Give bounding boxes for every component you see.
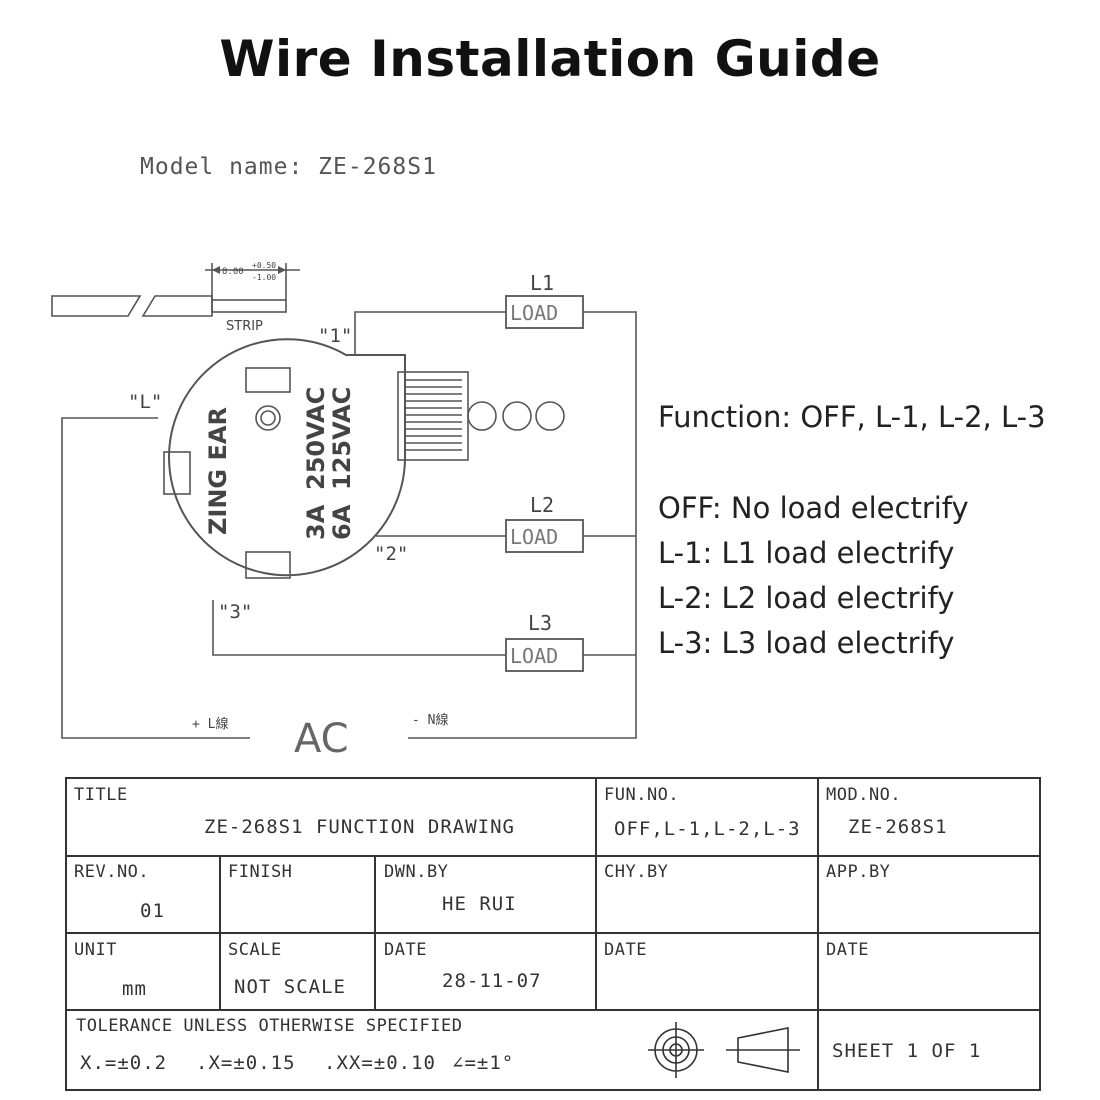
tb-sheet: SHEET 1 OF 1 [832, 1040, 982, 1062]
tb-tol-angle: ∠=±1° [452, 1052, 515, 1074]
cert-mark-icon [255, 405, 281, 431]
switch-rating-125: 125VAC [328, 387, 356, 490]
ac-plus-label: + L線 [192, 716, 228, 732]
switch-rating-250: 250VAC [302, 387, 330, 490]
tb-dwn-by-value: HE RUI [442, 893, 517, 915]
ac-minus-label: - N線 [412, 712, 448, 728]
strip-tol-minus: -1.00 [252, 273, 276, 282]
tb-unit-value: mm [122, 978, 147, 1000]
tb-date3-label: DATE [826, 940, 869, 960]
cone-projection-icon [726, 1027, 800, 1073]
terminal-1-label: "1" [318, 325, 352, 347]
tb-fun-no-label: FUN.NO. [604, 785, 680, 805]
tb-tol-x: X.=±0.2 [80, 1052, 168, 1074]
tb-title-label: TITLE [74, 785, 128, 805]
terminal-tab-left [163, 451, 191, 495]
strip-dim-label: 8.00 [222, 267, 244, 277]
tb-fun-no-value: OFF,L-1,L-2,L-3 [614, 818, 801, 840]
tb-scale-label: SCALE [228, 940, 282, 960]
tb-tolerance-label: TOLERANCE UNLESS OTHERWISE SPECIFIED [76, 1016, 463, 1036]
strip-bare-conductor [211, 299, 287, 313]
tb-tol-xxx: .XX=±0.10 [324, 1052, 436, 1074]
tb-mod-no-label: MOD.NO. [826, 785, 902, 805]
load-box-L2 [505, 519, 584, 553]
title-block [65, 777, 1041, 1091]
tb-dwn-by-label: DWN.BY [384, 862, 449, 882]
tb-unit-label: UNIT [74, 940, 117, 960]
switch-shaft [397, 371, 469, 461]
strip-wire-left [51, 295, 142, 317]
pull-chain-bead [535, 401, 565, 431]
function-line-l3: L-3: L3 load electrify [658, 626, 955, 660]
tb-app-by-label: APP.BY [826, 862, 891, 882]
page-title: Wire Installation Guide [219, 30, 881, 88]
tb-date-value: 28-11-07 [442, 970, 542, 992]
tb-mod-no-value: ZE-268S1 [848, 816, 948, 838]
load-name-L2: L2 [530, 493, 554, 517]
function-line-l2: L-2: L2 load electrify [658, 581, 955, 615]
tb-rev-no-value: 01 [140, 900, 165, 922]
tb-rev-no-label: REV.NO. [74, 862, 150, 882]
terminal-L-label: "L" [128, 391, 162, 413]
function-heading: Function: OFF, L-1, L-2, L-3 [658, 400, 1046, 434]
terminal-tab-top [245, 367, 291, 393]
tb-finish-label: FINISH [228, 862, 293, 882]
switch-amp-3: 3A [302, 504, 330, 540]
function-line-off: OFF: No load electrify [658, 491, 969, 525]
wire-neutral-bus [408, 311, 637, 739]
terminal-2-label: "2" [374, 543, 408, 565]
strip-wire-right [141, 295, 213, 317]
load-name-L1: L1 [530, 271, 554, 295]
switch-brand-text: ZING EAR [204, 407, 232, 535]
load-box-label-L3: LOAD [510, 644, 558, 668]
tb-scale-value: NOT SCALE [234, 976, 346, 998]
crosshair-projection-icon [648, 1022, 704, 1078]
load-box-label-L1: LOAD [510, 301, 558, 325]
terminal-tab-bottom [245, 551, 291, 579]
pull-chain-bead [467, 401, 497, 431]
wire-terminal-3 [212, 600, 506, 656]
strip-label: STRIP [226, 319, 263, 334]
strip-tol-plus: +0.50 [252, 261, 276, 270]
load-box-label-L2: LOAD [510, 525, 558, 549]
ac-label: AC [294, 716, 349, 762]
load-box-L3 [505, 638, 584, 672]
tb-chy-by-label: CHY.BY [604, 862, 669, 882]
tb-tol-xx: .X=±0.15 [196, 1052, 296, 1074]
tb-title-value: ZE-268S1 FUNCTION DRAWING [204, 816, 515, 838]
switch-amp-6: 6A [328, 504, 356, 540]
shaft-thread [404, 379, 462, 451]
wire-terminal-1 [354, 311, 506, 355]
pull-chain-bead [502, 401, 532, 431]
function-line-l1: L-1: L1 load electrify [658, 536, 955, 570]
tb-date2-label: DATE [604, 940, 647, 960]
terminal-3-label: "3" [218, 601, 252, 623]
load-box-L1 [505, 295, 584, 329]
model-name: Model name: ZE-268S1 [140, 154, 437, 180]
wire-terminal-L [61, 417, 250, 739]
switch-body [168, 338, 406, 577]
load-name-L3: L3 [528, 611, 552, 635]
tb-date-label: DATE [384, 940, 427, 960]
